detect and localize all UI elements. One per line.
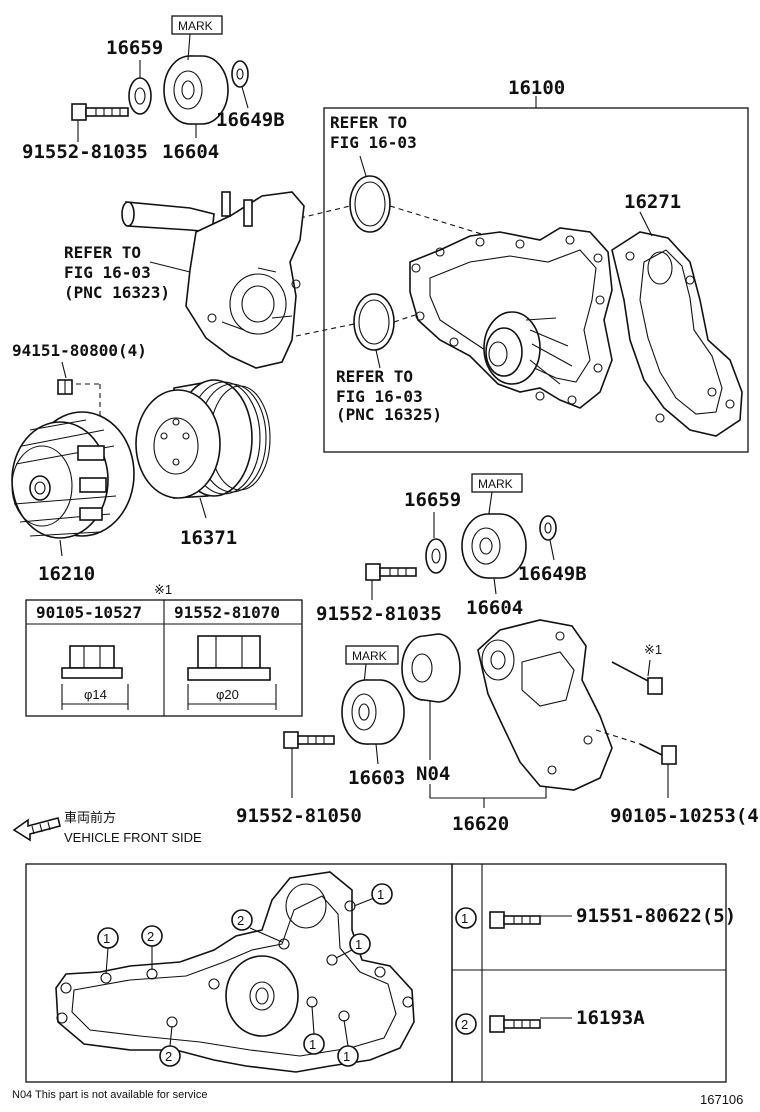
bolt-icon xyxy=(611,661,663,695)
refer-fig-a-line2: FIG 16-03 xyxy=(330,133,417,152)
callout-circle xyxy=(337,1045,359,1067)
water-pump-icon xyxy=(409,227,613,409)
part-label-16210: 16210 xyxy=(38,563,95,585)
callout-circle xyxy=(303,1033,325,1055)
flange-nut-icon xyxy=(187,635,271,681)
legend-part-2: 16193A xyxy=(576,1007,645,1029)
vehicle-front-en-label: VEHICLE FRONT SIDE xyxy=(64,830,202,845)
refer-fig-c-line3: (PNC 16325) xyxy=(336,405,442,424)
part-label-16100: 16100 xyxy=(508,77,565,99)
star-note-label: ※1 xyxy=(154,582,172,597)
refer-fig-c-line1: REFER TO xyxy=(336,367,413,386)
legend-circle-2 xyxy=(455,1013,477,1035)
idler-pulley-icon xyxy=(341,679,405,745)
belt-tensioner-icon xyxy=(477,619,613,791)
nut-icon xyxy=(57,379,73,395)
part-label-16649B-mid: 16649B xyxy=(518,563,587,585)
part-label-16659-mid: 16659 xyxy=(404,489,461,511)
footer-note: N04 This part is not available for servi… xyxy=(12,1089,207,1101)
refer-fig-c-line2: FIG 16-03 xyxy=(336,387,423,406)
bolt-label-91552-81035-top: 91552-81035 xyxy=(22,141,148,163)
part-label-N04: N04 xyxy=(416,763,450,785)
mark-box xyxy=(171,15,223,35)
callout-circle xyxy=(97,927,119,949)
callout-circle xyxy=(159,1045,181,1067)
callout-circle xyxy=(141,925,163,947)
o-ring-icon xyxy=(349,175,391,233)
part-label-16271: 16271 xyxy=(624,191,681,213)
mark-label-mid: MARK xyxy=(478,477,513,491)
idler-pulley-top-group xyxy=(71,15,249,142)
refer-fig-b-line1: REFER TO xyxy=(64,243,141,262)
callout-circle xyxy=(371,883,393,905)
page-code: 167106 xyxy=(700,1092,743,1107)
fan-clutch-icon xyxy=(11,411,135,539)
washer-icon xyxy=(128,77,152,115)
water-inlet-housing-icon xyxy=(121,191,305,369)
nut-spec-table: ※1 90105-10527 91552-81070 φ14 φ20 xyxy=(25,582,303,717)
callout-num: 1 xyxy=(343,1049,350,1064)
vehicle-front-jp-label: 車両前方 xyxy=(64,810,116,825)
bolt-icon xyxy=(639,743,677,765)
callout-num: 2 xyxy=(165,1049,172,1064)
part-label-16604-mid: 16604 xyxy=(466,597,523,619)
legend-num-1: 1 xyxy=(461,911,468,926)
mark-label-top: MARK xyxy=(178,19,213,33)
bolt-icon xyxy=(489,1015,541,1033)
bolt-label-91552-81035-mid: 91552-81035 xyxy=(316,603,442,625)
bolt-label-91552-81050: 91552-81050 xyxy=(236,805,362,827)
legend-num-2: 2 xyxy=(461,1017,468,1032)
bolt-icon xyxy=(283,731,335,749)
legend-part-1: 91551-80622(5) xyxy=(576,905,736,927)
legend-circle-1 xyxy=(455,907,477,929)
idler-pulley-icon xyxy=(461,513,527,579)
pump-gasket-outline-icon xyxy=(55,871,415,1073)
part-label-16620: 16620 xyxy=(452,813,509,835)
mark-box xyxy=(345,645,399,665)
part-label-16603: 16603 xyxy=(348,767,405,789)
callout-num: 1 xyxy=(309,1037,316,1052)
flange-nut-icon xyxy=(61,645,123,679)
nut-table-header-2: 91552-81070 xyxy=(174,603,280,622)
gasket-icon xyxy=(611,231,743,437)
part-label-16649B-top: 16649B xyxy=(216,109,285,131)
nut-label-94151-80800: 94151-80800(4) xyxy=(12,341,147,360)
fan-pulley-icon xyxy=(135,379,271,499)
o-ring-icon xyxy=(353,293,395,351)
refer-fig-b-line2: FIG 16-03 xyxy=(64,263,151,282)
nut-table-header-1: 90105-10527 xyxy=(36,603,142,622)
nut-dim-phi20: φ20 xyxy=(216,687,239,702)
pulley-n04-icon xyxy=(401,633,461,703)
vehicle-front-arrow-icon xyxy=(12,817,61,842)
callout-num: 1 xyxy=(377,887,384,902)
refer-fig-a-line1: REFER TO xyxy=(330,113,407,132)
callout-num: 1 xyxy=(355,937,362,952)
part-label-16659-top: 16659 xyxy=(106,37,163,59)
star-note-label-2: ※1 xyxy=(644,642,662,657)
mark-label-low: MARK xyxy=(352,649,387,663)
bolt-label-90105-10253: 90105-10253(4) xyxy=(610,805,760,827)
washer-icon xyxy=(425,538,447,574)
callout-num: 2 xyxy=(147,929,154,944)
nut-dim-phi14: φ14 xyxy=(84,687,107,702)
part-label-16371: 16371 xyxy=(180,527,237,549)
callout-circle xyxy=(231,909,253,931)
bolt-legend-table: 1 91551-80622(5) 2 16193A xyxy=(451,863,736,1083)
idler-pulley-icon xyxy=(163,55,229,125)
part-label-16604-top: 16604 xyxy=(162,141,219,163)
refer-fig-b-line3: (PNC 16323) xyxy=(64,283,170,302)
washer-icon xyxy=(539,515,557,541)
callout-num: 1 xyxy=(103,931,110,946)
mark-box xyxy=(471,473,523,493)
callout-circle xyxy=(349,933,371,955)
gasket-callouts: 1 2 2 1 1 2 1 1 xyxy=(97,883,393,1067)
bolt-icon xyxy=(71,103,129,121)
bolt-icon xyxy=(489,911,541,929)
washer-icon xyxy=(231,60,249,88)
bolt-icon xyxy=(365,563,417,581)
callout-num: 2 xyxy=(237,913,244,928)
